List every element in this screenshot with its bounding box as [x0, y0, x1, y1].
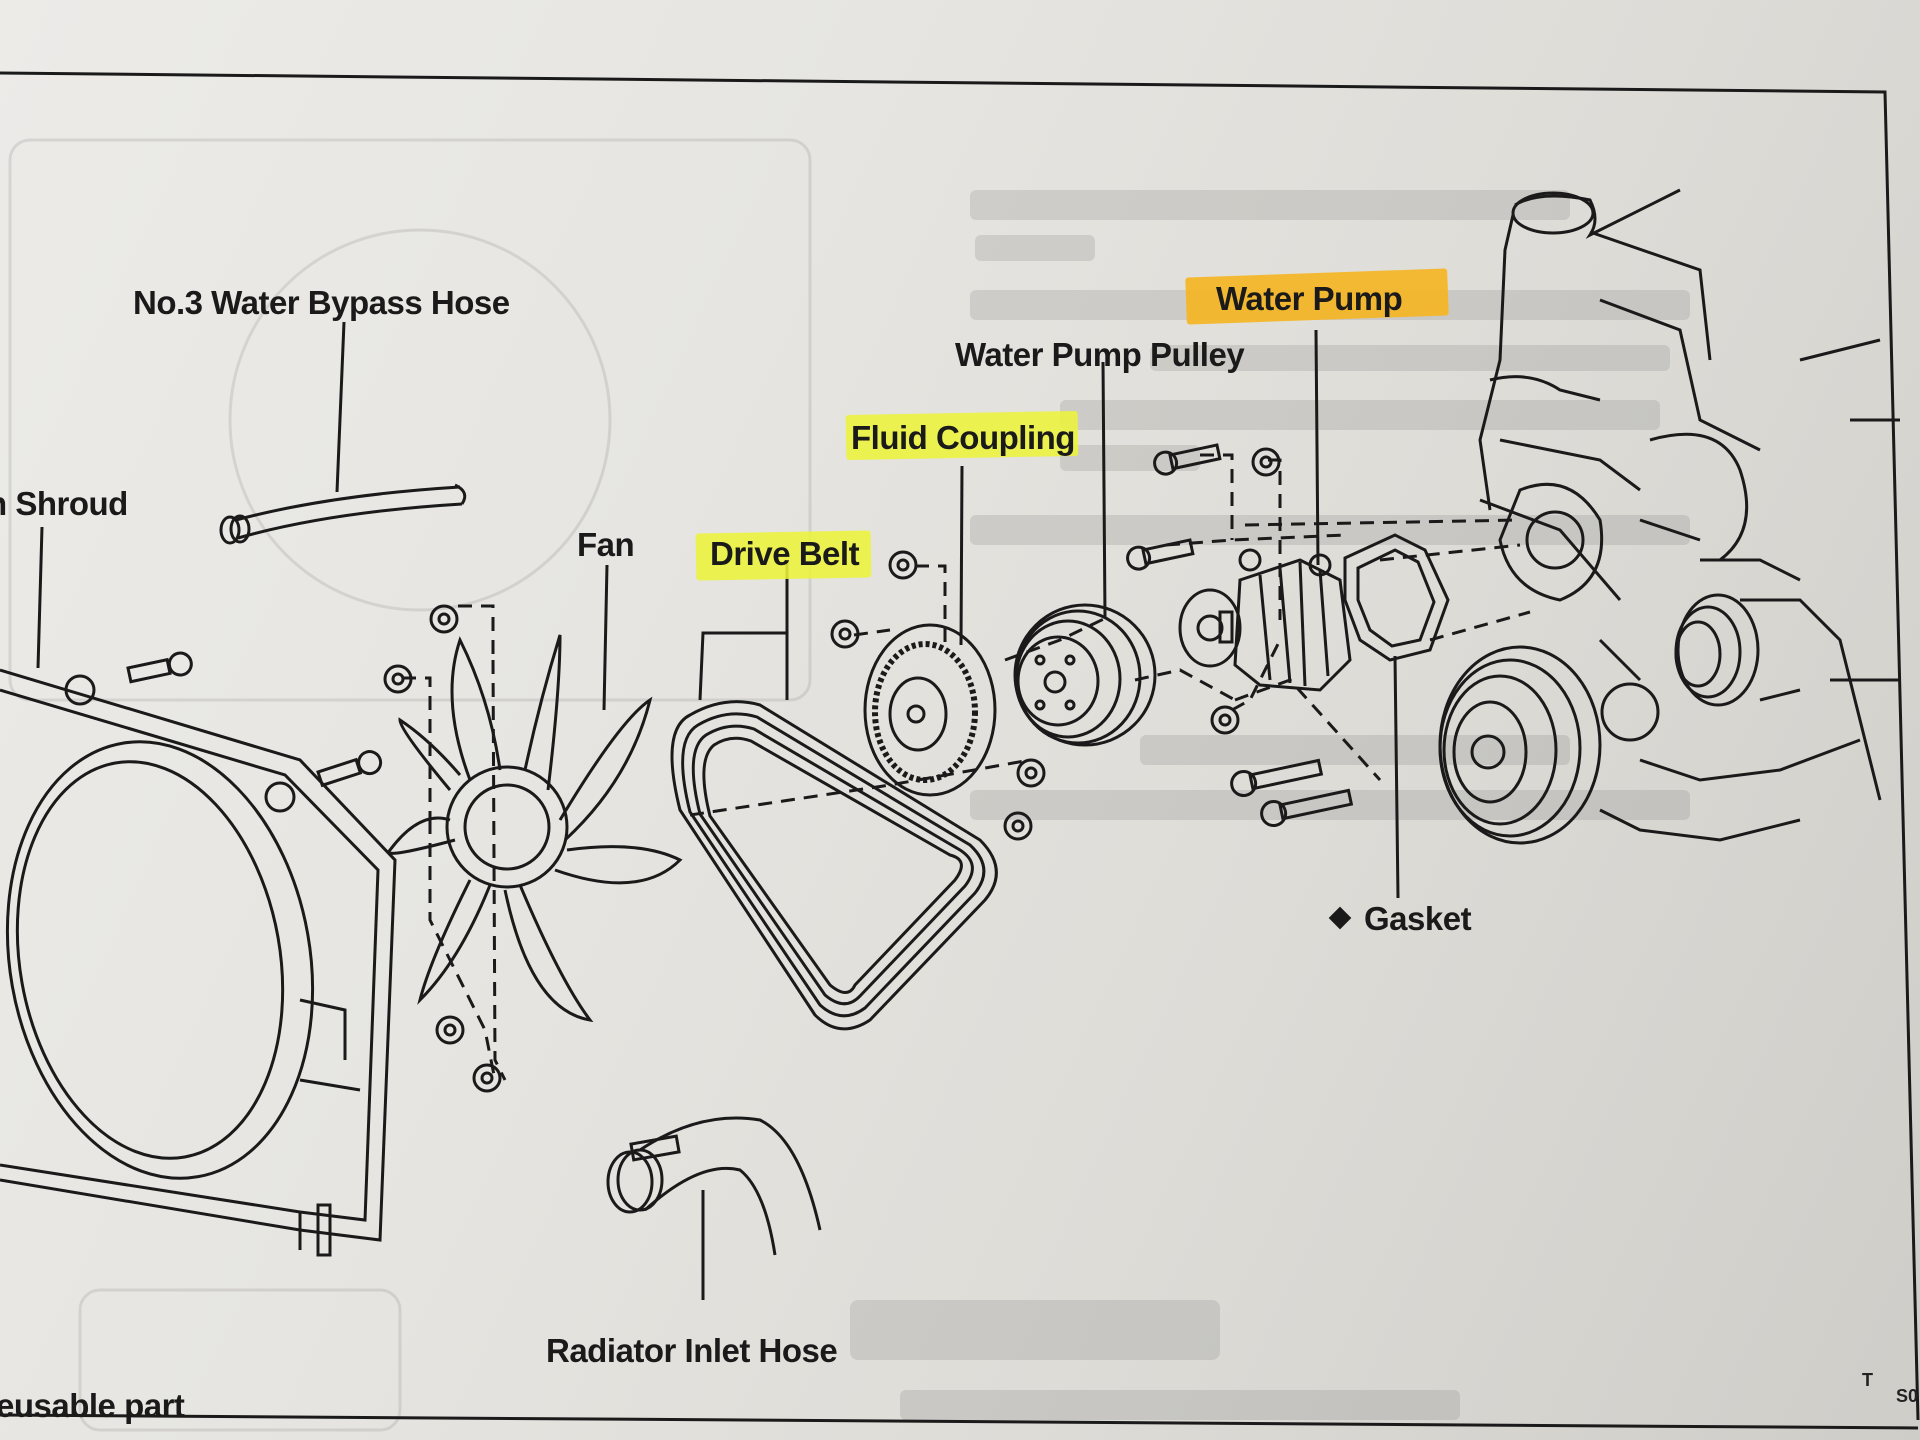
bypass-hose [219, 483, 467, 545]
water-pump-pulley-label: Water Pump Pulley [955, 336, 1245, 373]
coupling-nuts [830, 550, 1046, 841]
corner-mark: T [1862, 1370, 1873, 1390]
water-pump [1178, 548, 1352, 692]
engine-block [1438, 188, 1900, 845]
bypass-hose-label: No.3 Water Bypass Hose [133, 284, 510, 321]
assembly-dashes [402, 453, 1531, 1081]
fan-nuts [383, 604, 502, 1093]
drive-belt-label: Drive Belt [710, 535, 860, 572]
diagram-frame [0, 71, 1920, 1430]
fluid-coupling-label: Fluid Coupling [851, 419, 1075, 456]
fan-shroud [0, 668, 397, 1257]
water-pump-label: Water Pump [1216, 280, 1403, 317]
water-pump-bolts [1126, 443, 1354, 828]
corner-code: S0 [1896, 1386, 1919, 1406]
gasket-label: Gasket [1364, 900, 1472, 937]
leader-lines [36, 321, 1400, 1300]
fluid-coupling [863, 623, 997, 797]
shroud-bolts [126, 651, 383, 788]
fan [387, 634, 683, 1023]
radiator-inlet-hose [606, 1116, 822, 1256]
radiator-inlet-hose-label: Radiator Inlet Hose [546, 1332, 838, 1369]
non-reusable-note: eusable part [0, 1387, 185, 1424]
drive-belt [670, 700, 998, 1031]
gasket [1343, 533, 1450, 662]
fan-label: Fan [577, 526, 635, 563]
water-pump-pulley [1013, 603, 1157, 747]
shroud-label: n Shroud [0, 485, 128, 522]
